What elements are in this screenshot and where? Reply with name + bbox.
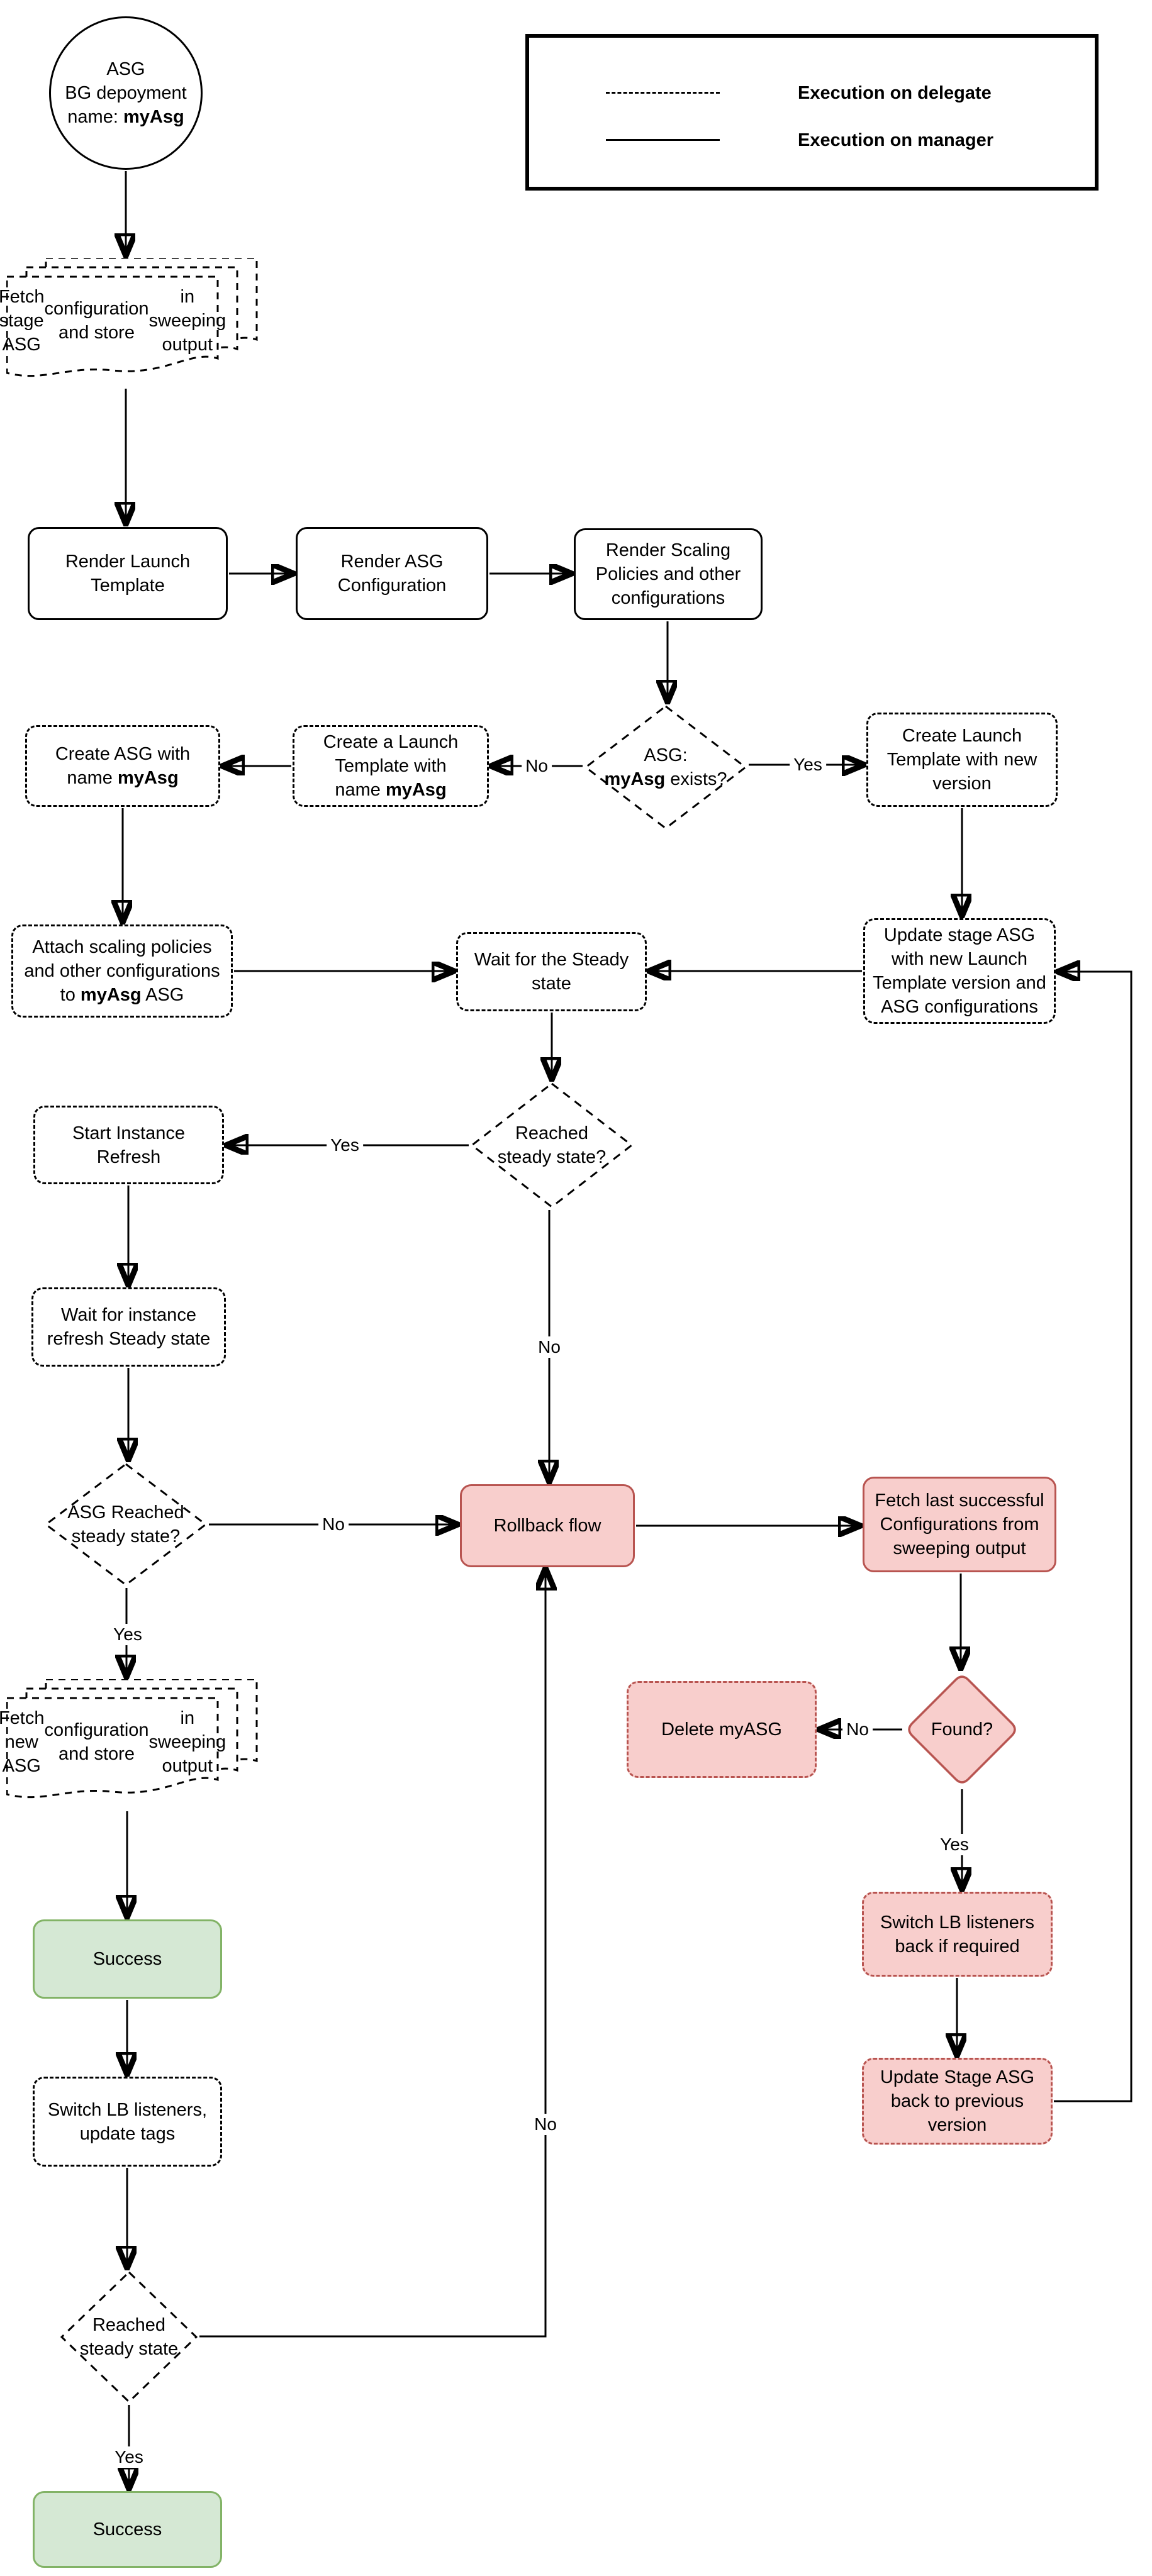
node-label: Success (92, 2519, 162, 2540)
node-label: Found? (931, 1719, 993, 1740)
diamond-shape (908, 1675, 1016, 1784)
diamond-shape (584, 705, 747, 830)
edge-label-reached2-yes: Yes (111, 2446, 147, 2468)
legend-box: Execution on delegate Execution on manag… (525, 34, 1099, 191)
multi-document-shape (6, 1679, 258, 1799)
node-success-final: Success (33, 2491, 222, 2568)
edge-reached2-no-loop-to-rollback (199, 1570, 545, 2338)
node-decision-found: Found? (903, 1671, 1021, 1788)
legend-label: Execution on delegate (798, 83, 992, 103)
node-label: ASG:myAsg exists? (604, 745, 727, 789)
edge-label-exists-yes: Yes (790, 754, 826, 775)
node-rollback-flow: Rollback flow (460, 1484, 635, 1567)
node-label: Switch LB listeners,update tags (47, 2099, 208, 2144)
dashed-line-swatch (606, 92, 720, 94)
node-decision-asg-exists: ASG:myAsg exists? (584, 704, 747, 830)
edge-label-found-yes: Yes (936, 1834, 973, 1855)
legend-item-delegate: Execution on delegate (529, 80, 1095, 106)
multi-document-shape (6, 258, 258, 377)
edge-update-back-loop-to-update-stage (1054, 972, 1132, 2102)
diamond-shape (470, 1082, 634, 1208)
edge-label-reached2-no: No (530, 2114, 561, 2135)
node-label: Delete myASG (661, 1719, 782, 1740)
legend-label: Execution on manager (798, 130, 994, 150)
diamond-shape (44, 1463, 208, 1586)
edge-label-asg-reached-yes: Yes (109, 1624, 146, 1645)
node-label: Success (92, 1949, 162, 1969)
edge-label-reached1-no: No (534, 1336, 564, 1358)
node-label: Rollback flow (493, 1516, 601, 1536)
edge-label-asg-reached-no: No (318, 1514, 349, 1535)
diamond-shape (60, 2270, 198, 2404)
edge-label-reached1-yes: Yes (327, 1135, 363, 1156)
edge-label-found-no: No (842, 1719, 873, 1740)
node-switch-lb-listeners-tags: Switch LB listeners,update tags (33, 2077, 222, 2167)
edge-label-exists-no: No (522, 755, 552, 777)
solid-line-swatch (606, 139, 720, 141)
node-success-switch: Success (33, 1919, 222, 1999)
legend-item-manager: Execution on manager (529, 128, 1095, 153)
node-delete-myasg: Delete myASG (627, 1681, 817, 1778)
